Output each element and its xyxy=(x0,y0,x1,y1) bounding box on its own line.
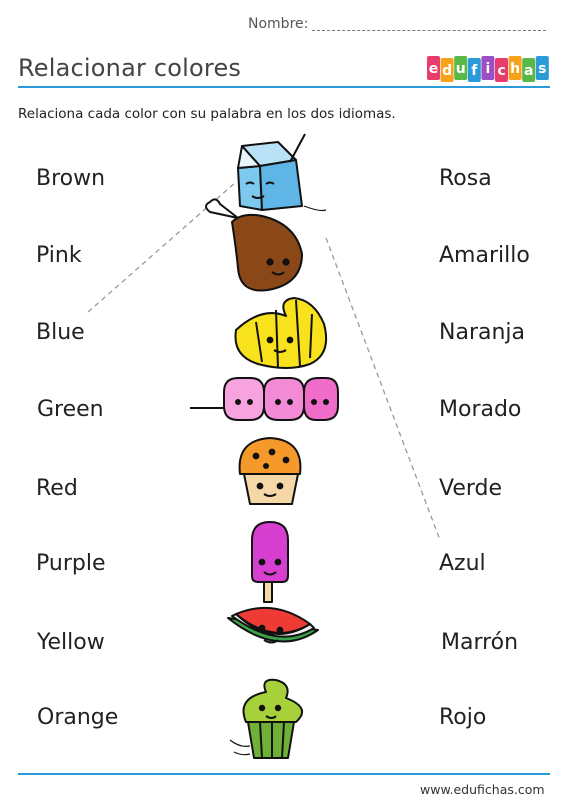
logo-tile: a xyxy=(522,58,536,82)
logo-letter: i xyxy=(485,61,490,77)
logo-tile: s xyxy=(535,56,549,80)
right-word-verde[interactable]: Verde xyxy=(439,476,503,501)
footer-url-link[interactable]: www.edufichas.com xyxy=(420,782,545,797)
footer-divider xyxy=(18,773,550,775)
logo-letter: u xyxy=(456,61,466,77)
muffin-icon xyxy=(238,437,302,505)
logo-tile: i xyxy=(481,56,495,80)
right-word-marron[interactable]: Marrón xyxy=(441,630,519,655)
chicken-leg-icon xyxy=(205,198,303,292)
milk-carton-icon xyxy=(237,133,327,212)
left-word-yellow[interactable]: Yellow xyxy=(37,630,105,655)
logo-letter: s xyxy=(538,61,546,77)
right-word-morado[interactable]: Morado xyxy=(439,397,522,422)
logo-tile: d xyxy=(440,58,454,82)
right-word-naranja[interactable]: Naranja xyxy=(439,320,526,345)
right-word-amarillo[interactable]: Amarillo xyxy=(439,243,530,268)
title-divider xyxy=(18,86,550,88)
right-word-rosa[interactable]: Rosa xyxy=(439,166,492,191)
instructions: Relaciona cada color con su palabra en l… xyxy=(18,106,396,122)
logo-tile: h xyxy=(508,56,522,80)
left-word-orange[interactable]: Orange xyxy=(37,705,119,730)
right-word-azul[interactable]: Azul xyxy=(439,551,486,576)
page-title: Relacionar colores xyxy=(18,54,242,82)
logo-tile: f xyxy=(467,58,481,82)
left-word-purple[interactable]: Purple xyxy=(36,551,106,576)
name-input-line[interactable] xyxy=(312,30,546,31)
logo-letter: c xyxy=(497,63,505,79)
logo-tile: c xyxy=(495,58,508,82)
logo-letter: f xyxy=(471,63,478,79)
left-word-green[interactable]: Green xyxy=(37,397,104,422)
left-word-pink[interactable]: Pink xyxy=(36,243,82,268)
logo-letter: e xyxy=(429,61,439,77)
left-word-blue[interactable]: Blue xyxy=(36,320,85,345)
logo-letter: h xyxy=(510,61,520,77)
popsicle-icon xyxy=(251,521,289,603)
watermelon-icon xyxy=(227,606,319,644)
left-word-red[interactable]: Red xyxy=(36,476,78,501)
match-line-azul xyxy=(325,237,441,541)
croissant-icon xyxy=(234,297,328,369)
match-line-blue xyxy=(87,181,237,313)
right-word-rojo[interactable]: Rojo xyxy=(439,705,487,730)
logo-tile: u xyxy=(454,56,468,80)
logo-letter: d xyxy=(442,63,452,79)
logo-letter: a xyxy=(524,63,533,79)
cupcake-icon xyxy=(229,678,304,759)
logo-tile: e xyxy=(427,56,440,80)
name-label: Nombre: xyxy=(248,16,309,32)
marshmallow-skewer-icon xyxy=(190,377,339,421)
left-word-brown[interactable]: Brown xyxy=(36,166,106,191)
